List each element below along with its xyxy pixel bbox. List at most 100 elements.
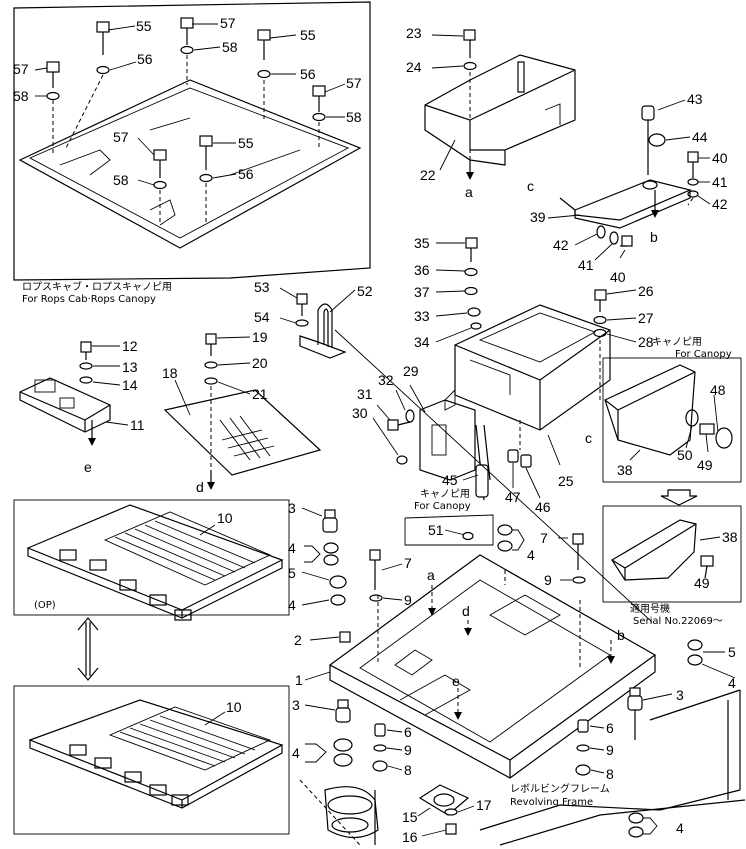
label-49: 49: [694, 575, 710, 591]
label-27: 27: [638, 310, 654, 326]
label-7: 7: [404, 555, 412, 571]
floor-plate-1: [328, 554, 657, 779]
label-13: 13: [122, 359, 138, 375]
label-41: 41: [578, 257, 594, 273]
label-56: 56: [300, 66, 316, 82]
nuts-4-bottom-right: [628, 812, 658, 838]
label-56: 56: [238, 166, 254, 182]
caption-canopy-en-2: For Canopy: [675, 349, 732, 360]
caption-rops-jp: ロプスキャブ・ロプスキャノピ用: [22, 280, 172, 293]
label-28: 28: [638, 334, 654, 350]
label-9: 9: [606, 742, 614, 758]
label-33: 33: [414, 308, 430, 324]
label-40: 40: [610, 269, 626, 285]
label-29: 29: [403, 363, 419, 379]
label-10: 10: [226, 699, 242, 715]
ref-b-top: b: [650, 229, 658, 245]
label-32: 32: [378, 372, 394, 388]
label-54: 54: [254, 309, 270, 325]
label-58: 58: [113, 172, 129, 188]
label-4: 4: [527, 547, 535, 563]
leader-1: [304, 671, 331, 681]
ref-d-left: d: [196, 479, 204, 495]
label-58: 58: [346, 109, 362, 125]
label-55: 55: [136, 18, 152, 34]
label-39: 39: [530, 209, 546, 225]
label-9: 9: [544, 572, 552, 588]
label-19: 19: [252, 329, 268, 345]
label-26: 26: [638, 283, 654, 299]
label-31: 31: [357, 386, 373, 402]
label-55: 55: [300, 27, 316, 43]
bolt-57-d: [153, 149, 167, 178]
label-14: 14: [122, 377, 138, 393]
label-42: 42: [712, 196, 728, 212]
label-16: 16: [402, 829, 418, 845]
fastener-stack-right: [575, 719, 605, 776]
label-17: 17: [476, 797, 492, 813]
label-47: 47: [505, 489, 521, 505]
label-3: 3: [676, 687, 684, 703]
label-24: 24: [406, 59, 422, 75]
mounts-left-bottom: [304, 699, 353, 767]
cover-15: [417, 784, 475, 837]
caption-canopy-en-1: For Canopy: [414, 501, 471, 512]
box-25: [444, 304, 611, 466]
label-3: 3: [288, 500, 296, 516]
label-18: 18: [162, 365, 178, 381]
ref-c-top: c: [527, 178, 534, 194]
label-4: 4: [292, 745, 300, 761]
label-9: 9: [404, 592, 412, 608]
label-6: 6: [404, 724, 412, 740]
caption-serial-en: Serial No.22069～: [633, 616, 723, 627]
floor-mat-18: [163, 333, 322, 490]
label-52: 52: [357, 283, 373, 299]
label-40: 40: [712, 150, 728, 166]
label-58: 58: [13, 88, 29, 104]
label-50: 50: [677, 447, 693, 463]
lead-guideline: [334, 329, 653, 623]
caption-canopy-jp-1: キャノピ用: [420, 488, 470, 500]
label-49: 49: [697, 457, 713, 473]
label-12: 12: [122, 338, 138, 354]
ref-e-plate: e: [452, 673, 460, 689]
mounts-left-top: [301, 507, 351, 643]
label-6: 6: [606, 720, 614, 736]
nuts-46-47: [507, 449, 541, 499]
label-51: 51: [428, 522, 444, 538]
label-34: 34: [414, 334, 430, 350]
double-arrow-icon: [77, 617, 99, 681]
fasteners-33-37: [435, 237, 482, 343]
label-21: 21: [252, 386, 268, 402]
label-42: 42: [553, 237, 569, 253]
label-30: 30: [352, 405, 368, 421]
cover-22: [424, 29, 576, 180]
label-4: 4: [288, 540, 296, 556]
label-57: 57: [220, 15, 236, 31]
label-20: 20: [252, 355, 268, 371]
handle-52: [279, 287, 356, 359]
caption-canopy-jp-2: キャノピ用: [652, 336, 702, 348]
canopy-callout-box: [404, 514, 494, 546]
label-3: 3: [292, 697, 300, 713]
label-43: 43: [687, 91, 703, 107]
switch-11: [19, 341, 129, 446]
plate-29: [372, 384, 491, 501]
bolt-55-a: [96, 21, 110, 55]
label-53: 53: [254, 279, 270, 295]
ref-c-mid: c: [585, 430, 592, 446]
bushing-51: [462, 531, 474, 541]
bolt-57-a: [180, 17, 194, 45]
bolt-55-b: [257, 29, 271, 60]
label-57: 57: [13, 61, 29, 77]
label-55: 55: [238, 135, 254, 151]
label-41: 41: [712, 174, 728, 190]
canopy-panel-38-a: [602, 357, 742, 483]
fastener-stack-left: [372, 723, 403, 772]
label-5: 5: [728, 644, 736, 660]
bolt-7-right: [558, 533, 586, 584]
revolving-frame: [299, 689, 746, 846]
arrow-down-icon: [660, 489, 698, 506]
